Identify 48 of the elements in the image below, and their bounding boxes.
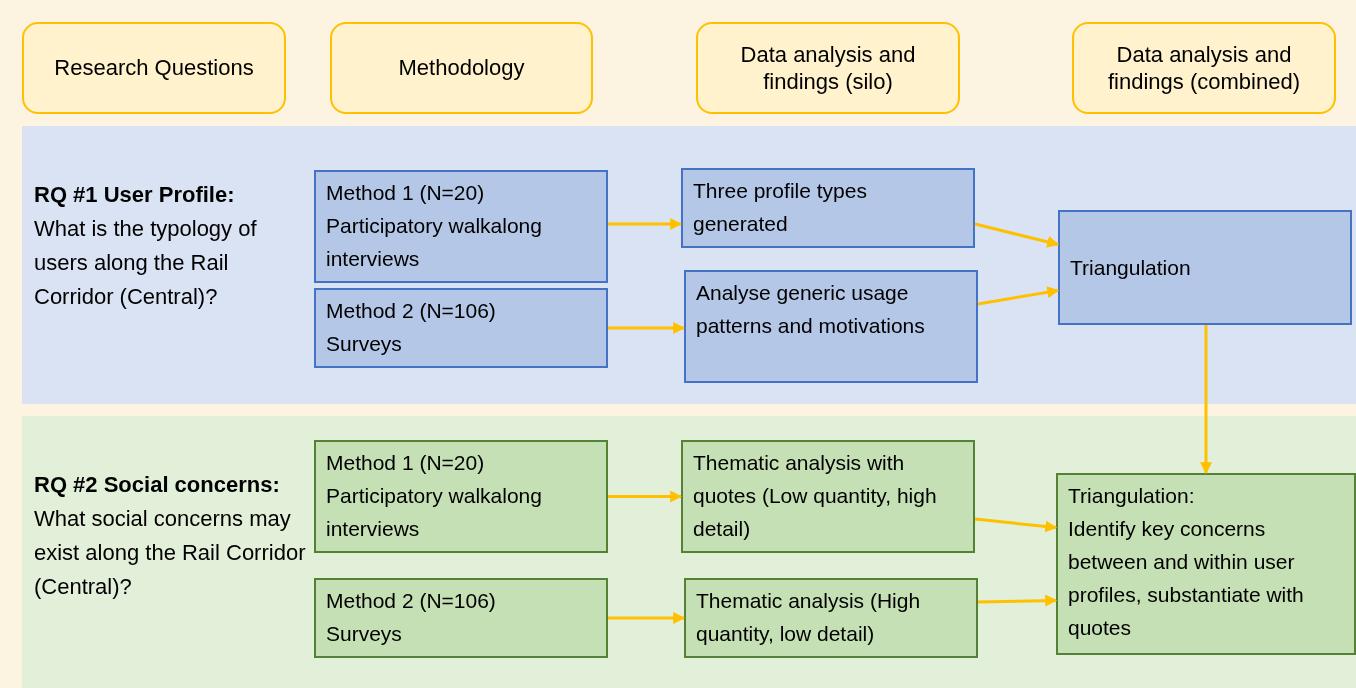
box-text: Surveys: [326, 331, 403, 357]
arrow: [1200, 325, 1212, 475]
column-header-box: [330, 22, 593, 114]
process-box: [314, 440, 608, 553]
arrow: [977, 286, 1060, 306]
box-text: Triangulation: [1070, 255, 1192, 281]
process-box: [1058, 210, 1352, 325]
process-box: [314, 170, 608, 283]
arrow: [608, 218, 683, 230]
question-text: What social concerns may exist along the Rail Corridor (Central)?: [34, 505, 306, 601]
box-text: Method 1 (N=20): [326, 180, 486, 206]
column-header-box: [22, 22, 286, 114]
box-text: Participatory walkalong interviews: [326, 483, 543, 542]
column-header-box: [696, 22, 960, 114]
box-text: Thematic analysis (High quantity, low detail): [696, 588, 922, 647]
box-text: Triangulation:: [1068, 483, 1196, 509]
box-text: Method 1 (N=20): [326, 450, 486, 476]
arrow: [974, 517, 1058, 533]
question-heading: RQ #1 User Profile:: [34, 181, 236, 209]
process-box: [684, 578, 978, 658]
question-heading: RQ #2 Social concerns:: [34, 471, 281, 499]
question-text: What is the typology of users along the Rail Corridor (Central)?: [34, 215, 258, 311]
process-box: [681, 440, 975, 553]
process-box: [314, 578, 608, 658]
arrow: [608, 322, 686, 334]
process-box: [1056, 473, 1356, 655]
box-text: Method 2 (N=106): [326, 298, 497, 324]
box-text: Method 2 (N=106): [326, 588, 497, 614]
arrow: [974, 222, 1060, 248]
box-text: Surveys: [326, 621, 403, 647]
process-box: [681, 168, 975, 248]
header-label: Methodology: [398, 54, 525, 82]
process-box: [314, 288, 608, 368]
box-text: Three profile types generated: [693, 178, 868, 237]
box-text: Identify key concerns between and within user profiles, substantiate with quotes: [1068, 516, 1305, 641]
box-text: Thematic analysis with quotes (Low quantity, high detail): [693, 450, 938, 542]
column-header-box: [1072, 22, 1336, 114]
header-label: Research Questions: [54, 54, 254, 82]
header-label: Data analysis and findings (combined): [1107, 40, 1301, 96]
header-label: Data analysis and findings (silo): [739, 40, 917, 96]
process-box: [684, 270, 978, 383]
box-text: Analyse generic usage patterns and motivations: [696, 280, 926, 339]
arrow: [977, 594, 1058, 607]
arrow: [608, 490, 683, 503]
arrow: [608, 612, 686, 624]
box-text: Participatory walkalong interviews: [326, 213, 543, 272]
research-question-band: [22, 416, 1356, 688]
research-question-band: [22, 126, 1356, 404]
